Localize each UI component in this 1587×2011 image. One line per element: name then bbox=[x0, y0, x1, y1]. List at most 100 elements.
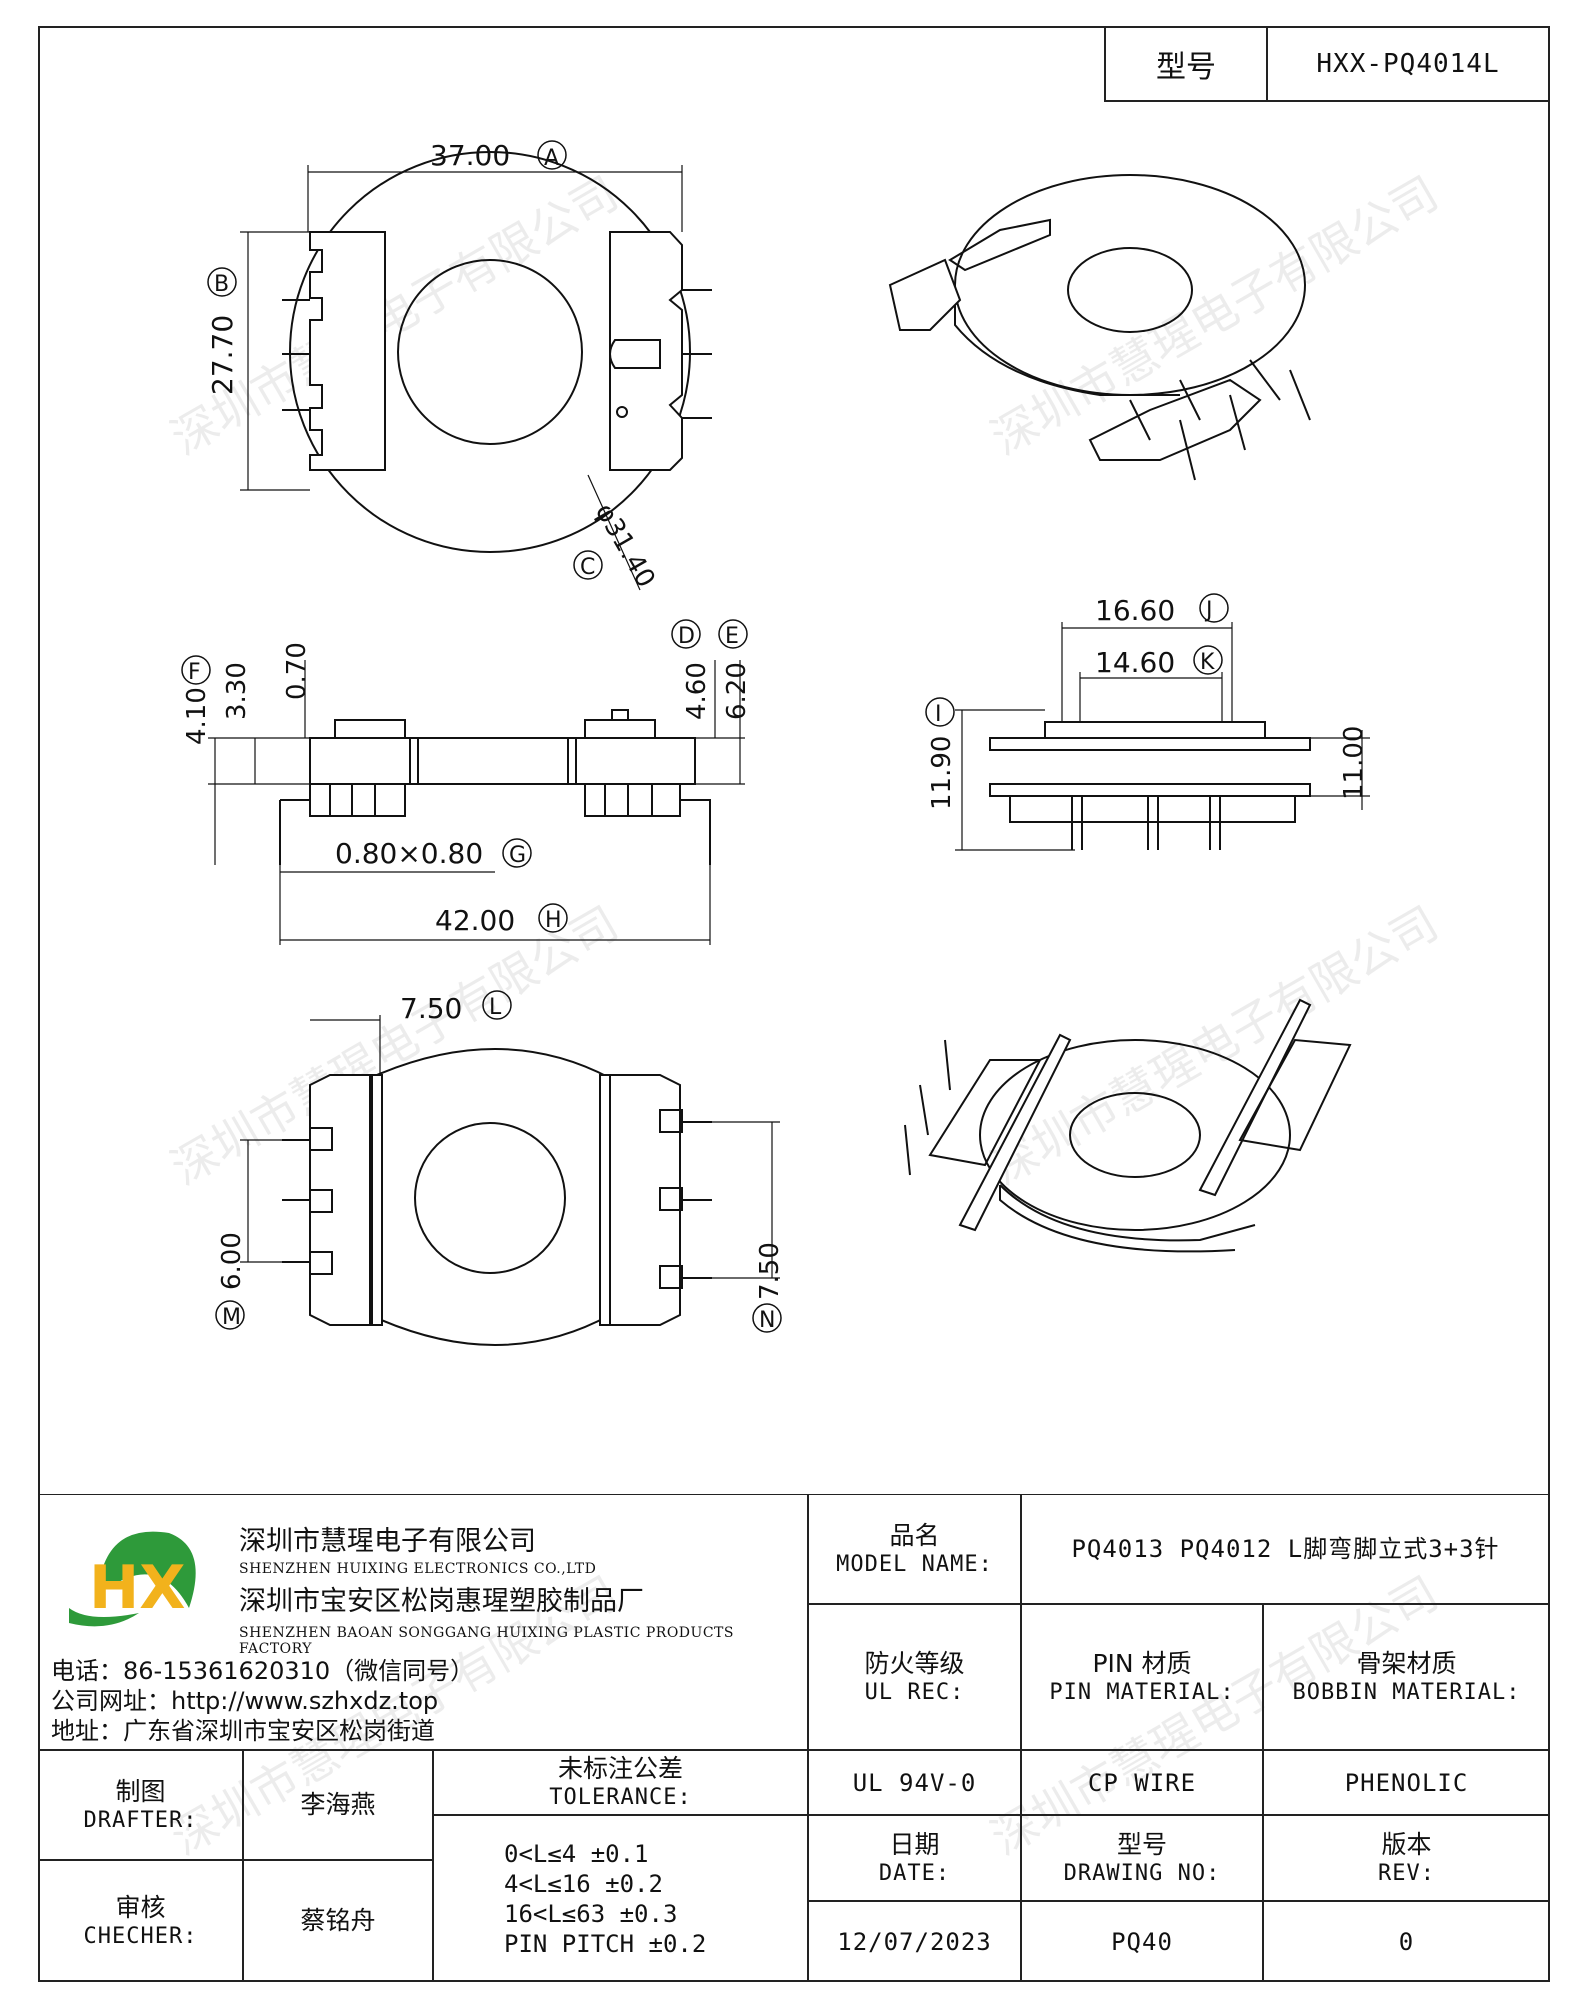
dim-F2-value: 3.30 bbox=[222, 662, 252, 720]
company-name-cn: 深圳市慧瑆电子有限公司 bbox=[239, 1526, 536, 1557]
dim-E-value: 6.20 bbox=[722, 662, 752, 720]
ul-en: UL REC: bbox=[864, 1679, 965, 1705]
ul-value-cell: UL 94V-0 bbox=[808, 1750, 1021, 1815]
drafter-value: 李海燕 bbox=[300, 1790, 376, 1820]
dim-A-label: A bbox=[544, 146, 559, 171]
checker-value: 蔡铭舟 bbox=[300, 1906, 376, 1936]
factory-name-en: SHENZHEN BAOAN SONGGANG HUIXING PLASTIC … bbox=[239, 1625, 734, 1657]
dim-F3-value: 0.70 bbox=[282, 642, 312, 700]
tolerance-line: 16<L≤63 ±0.3 bbox=[504, 1899, 678, 1928]
company-website: 公司网址：http://www.szhxdz.top bbox=[51, 1687, 439, 1715]
dim-H-value: 42.00 bbox=[435, 904, 515, 937]
dim-F-value: 4.10 bbox=[182, 687, 212, 745]
bobbin-value: PHENOLIC bbox=[1344, 1768, 1469, 1797]
company-logo: HX bbox=[69, 1531, 196, 1627]
company-info: HX 深圳市慧瑆电子有限公司 SHENZHEN HUIXING ELECTRON… bbox=[38, 1494, 808, 1750]
pin-value: CP WIRE bbox=[1087, 1768, 1197, 1797]
ul-cn: 防火等级 bbox=[864, 1648, 965, 1678]
bobbin-en: BOBBIN MATERIAL: bbox=[1292, 1679, 1521, 1705]
bobbin-material-header: 骨架材质 BOBBIN MATERIAL: bbox=[1263, 1604, 1550, 1750]
model-name-cn: 品名 bbox=[889, 1520, 940, 1550]
dim-D-value: 4.60 bbox=[682, 662, 712, 720]
checker-en: CHECHER: bbox=[83, 1923, 198, 1949]
dim-M-value: 6.00 bbox=[217, 1232, 247, 1290]
center-hole bbox=[397, 259, 583, 445]
pin-value-cell: CP WIRE bbox=[1021, 1750, 1263, 1815]
isometric-view-top bbox=[888, 174, 1311, 481]
dim-L-label: L bbox=[489, 995, 502, 1020]
tolerance-line: 4<L≤16 ±0.2 bbox=[504, 1869, 663, 1898]
rev-value-cell: 0 bbox=[1263, 1901, 1550, 1982]
top-view: 37.00 A 27.70 B φ31.40 C bbox=[206, 139, 712, 593]
date-value: 12/07/2023 bbox=[837, 1927, 992, 1956]
tolerance-en: TOLERANCE: bbox=[549, 1785, 692, 1811]
dim-J-value: 16.60 bbox=[1095, 594, 1175, 627]
dim-B-label: B bbox=[214, 272, 229, 297]
dim-N-label: N bbox=[759, 1308, 775, 1333]
dim-G-label: G bbox=[509, 843, 526, 868]
company-phone: 电话：86-15361620310（微信同号） bbox=[51, 1657, 475, 1685]
drawing-no-value-cell: PQ40 bbox=[1021, 1901, 1263, 1982]
tolerance-line: PIN PITCH ±0.2 bbox=[504, 1929, 707, 1958]
drafter-header: 制图 DRAFTER: bbox=[38, 1750, 243, 1860]
date-header: 日期 DATE: bbox=[808, 1815, 1021, 1901]
pin-en: PIN MATERIAL: bbox=[1049, 1679, 1235, 1705]
dim-K-value: 14.60 bbox=[1095, 646, 1175, 679]
dim-K-label: K bbox=[1200, 650, 1215, 675]
model-value: HXX-PQ4014L bbox=[1316, 49, 1500, 79]
model-name-header: 品名 MODEL NAME: bbox=[808, 1494, 1021, 1604]
pin-material-header: PIN 材质 PIN MATERIAL: bbox=[1021, 1604, 1263, 1750]
dim-D-label: D bbox=[678, 624, 695, 649]
drafter-value-cell: 李海燕 bbox=[243, 1750, 433, 1860]
dim-C-label: C bbox=[580, 555, 595, 580]
dim-I-label: I bbox=[935, 702, 942, 727]
rev-en: REV: bbox=[1378, 1860, 1435, 1886]
date-value-cell: 12/07/2023 bbox=[808, 1901, 1021, 1982]
company-address: 地址：广东省深圳市宝安区松岗街道 bbox=[51, 1717, 435, 1745]
date-cn: 日期 bbox=[889, 1829, 940, 1859]
isometric-view-bottom bbox=[904, 998, 1352, 1253]
dim-C-value: φ31.40 bbox=[589, 499, 661, 593]
model-name-en: MODEL NAME: bbox=[836, 1551, 993, 1577]
drawing-en: DRAWING NO: bbox=[1063, 1860, 1221, 1886]
model-name-value-cell: PQ4013 PQ4012 L脚弯脚立式3+3针 bbox=[1021, 1494, 1550, 1604]
dim-G-value: 0.80×0.80 bbox=[335, 837, 483, 870]
tolerance-line: 0<L≤4 ±0.1 bbox=[504, 1839, 649, 1868]
pin-cn: PIN 材质 bbox=[1092, 1648, 1192, 1678]
company-name-en: SHENZHEN HUIXING ELECTRONICS CO.,LTD bbox=[239, 1561, 597, 1577]
dim-J-label: J bbox=[1204, 598, 1213, 623]
dim-B-value: 27.70 bbox=[206, 315, 239, 395]
tolerance-cn: 未标注公差 bbox=[557, 1754, 683, 1784]
title-block: HX 深圳市慧瑆电子有限公司 SHENZHEN HUIXING ELECTRON… bbox=[38, 1494, 1550, 1982]
drafter-cn: 制图 bbox=[115, 1776, 166, 1806]
technical-drawing: 37.00 A 27.70 B φ31.40 C bbox=[181, 139, 1370, 1346]
rev-cn: 版本 bbox=[1381, 1829, 1432, 1859]
checker-cn: 审核 bbox=[115, 1892, 166, 1922]
side-view: 4.10 3.30 0.70 F 4.60 6.20 D E 0.80×0.80… bbox=[181, 619, 752, 945]
checker-value-cell: 蔡铭舟 bbox=[243, 1860, 433, 1982]
ul-header: 防火等级 UL REC: bbox=[808, 1604, 1021, 1750]
dim-M-label: M bbox=[222, 1305, 241, 1330]
ul-value: UL 94V-0 bbox=[852, 1768, 977, 1797]
factory-name-cn: 深圳市宝安区松岗惠瑆塑胶制品厂 bbox=[239, 1586, 644, 1617]
model-label: 型号 bbox=[1106, 28, 1268, 100]
dim-A-value: 37.00 bbox=[430, 139, 510, 172]
checker-header: 审核 CHECHER: bbox=[38, 1860, 243, 1982]
bobbin-outline bbox=[289, 151, 691, 553]
front-view: 16.60 J 14.60 K 11.90 I 11.00 bbox=[925, 593, 1370, 851]
drawing-no-value: PQ40 bbox=[1111, 1927, 1173, 1956]
drawing-cn: 型号 bbox=[1116, 1829, 1167, 1859]
bottom-view: 7.50 L 6.00 M 7.50 N bbox=[215, 990, 785, 1346]
drafter-en: DRAFTER: bbox=[83, 1807, 198, 1833]
tolerance-values: 0<L≤4 ±0.1 4<L≤16 ±0.2 16<L≤63 ±0.3 PIN … bbox=[433, 1815, 808, 1982]
bobbin-value-cell: PHENOLIC bbox=[1263, 1750, 1550, 1815]
date-en: DATE: bbox=[878, 1860, 951, 1886]
rev-value: 0 bbox=[1398, 1927, 1415, 1956]
model-number-box: 型号 HXX-PQ4014L bbox=[1104, 26, 1550, 102]
rev-header: 版本 REV: bbox=[1263, 1815, 1550, 1901]
bobbin-cn: 骨架材质 bbox=[1356, 1648, 1457, 1678]
dim-L-value: 7.50 bbox=[400, 992, 462, 1025]
logo-text: HX bbox=[89, 1553, 185, 1623]
drawing-no-header: 型号 DRAWING NO: bbox=[1021, 1815, 1263, 1901]
tolerance-header: 未标注公差 TOLERANCE: bbox=[433, 1750, 808, 1815]
